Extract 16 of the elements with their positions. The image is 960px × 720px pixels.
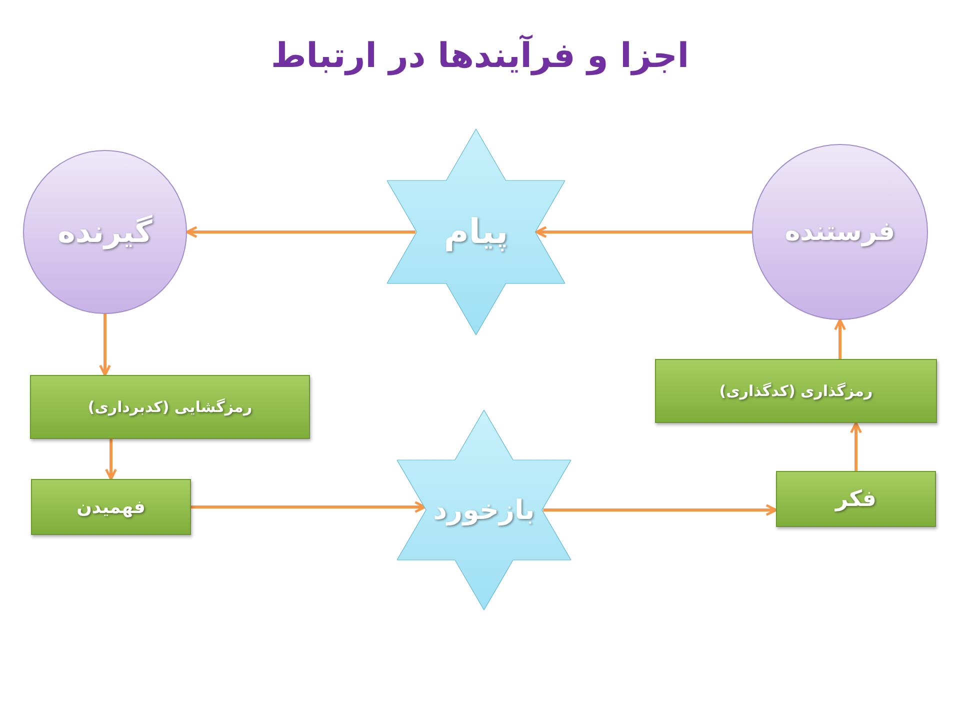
arrow (105, 439, 117, 480)
process-box: فهمیدن (31, 479, 191, 535)
star-node: پیام (387, 129, 565, 335)
star-node: بازخورد (397, 410, 571, 610)
arrow (543, 504, 778, 516)
arrow (850, 422, 862, 471)
process-box: فکر (776, 471, 936, 527)
arrow (834, 318, 846, 359)
arrow (186, 226, 416, 238)
process-box: رمزگذاری (کدگذاری) (655, 359, 937, 423)
circle-node: فرستنده (752, 144, 928, 320)
circle-node: گیرنده (23, 150, 187, 314)
arrow (99, 314, 111, 376)
title: اجزا و فرآیندها در ارتباط (270, 36, 690, 76)
process-box: رمزگشایی (کدبرداری) (30, 375, 310, 439)
arrow (535, 226, 752, 238)
